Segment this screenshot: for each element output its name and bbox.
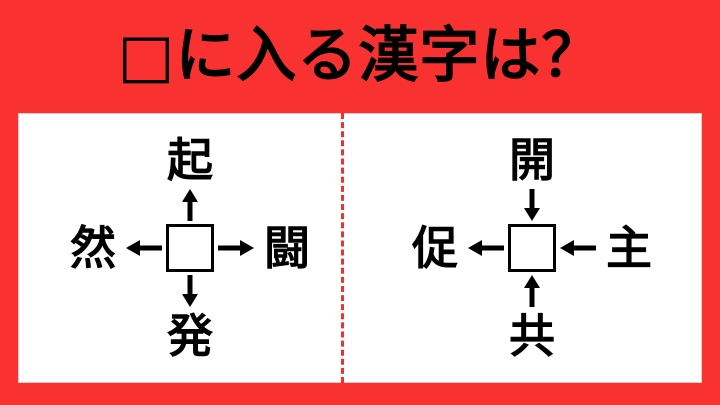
right-puzzle-right-kanji: 主 xyxy=(606,221,652,275)
spacer xyxy=(287,160,288,161)
spacer xyxy=(435,160,436,161)
right-puzzle-left-kanji: 促 xyxy=(412,221,458,275)
spacer xyxy=(236,336,237,337)
right-puzzle-bottom-kanji: 共 xyxy=(509,309,555,363)
spacer xyxy=(629,291,630,292)
spacer xyxy=(93,291,94,292)
spacer xyxy=(144,336,145,337)
arrow-left-icon xyxy=(126,240,162,256)
spacer xyxy=(578,160,579,161)
left-puzzle-right-kanji: 闘 xyxy=(264,221,310,275)
arrow-left-icon xyxy=(560,240,596,256)
spacer xyxy=(629,205,630,206)
left-puzzle-top-kanji: 起 xyxy=(167,133,213,187)
right-puzzle: 開 促 主 xyxy=(404,132,660,364)
puzzle-panel: 起 然 闘 xyxy=(18,113,702,383)
arrow-up-icon xyxy=(182,189,198,221)
arrow-up-icon xyxy=(524,275,540,307)
spacer xyxy=(486,205,487,206)
spacer xyxy=(629,336,630,337)
spacer xyxy=(578,291,579,292)
spacer xyxy=(144,205,145,206)
left-puzzle-left-kanji: 然 xyxy=(70,221,116,275)
spacer xyxy=(144,160,145,161)
spacer xyxy=(486,336,487,337)
page-title: □に入る漢字は？ xyxy=(117,21,603,91)
arrow-right-icon xyxy=(218,240,254,256)
right-puzzle-top-kanji: 開 xyxy=(509,133,555,187)
arrow-down-icon xyxy=(182,275,198,307)
puzzle-divider xyxy=(341,113,344,383)
spacer xyxy=(236,205,237,206)
spacer xyxy=(93,205,94,206)
spacer xyxy=(93,336,94,337)
left-puzzle-bottom-kanji: 発 xyxy=(167,309,213,363)
left-puzzle-answer-box[interactable] xyxy=(166,224,214,272)
left-puzzle: 起 然 闘 xyxy=(62,132,318,364)
left-puzzle-area: 起 然 闘 xyxy=(19,114,361,382)
spacer xyxy=(287,291,288,292)
spacer xyxy=(486,291,487,292)
spacer xyxy=(236,291,237,292)
spacer xyxy=(578,336,579,337)
right-puzzle-answer-box[interactable] xyxy=(508,224,556,272)
arrow-left-icon xyxy=(468,240,504,256)
arrow-down-icon xyxy=(524,189,540,221)
spacer xyxy=(93,160,94,161)
spacer xyxy=(236,160,237,161)
spacer xyxy=(287,205,288,206)
spacer xyxy=(287,336,288,337)
spacer xyxy=(629,160,630,161)
spacer xyxy=(486,160,487,161)
right-puzzle-area: 開 促 主 xyxy=(361,114,703,382)
spacer xyxy=(435,291,436,292)
spacer xyxy=(144,291,145,292)
spacer xyxy=(435,336,436,337)
title-bar: □に入る漢字は？ xyxy=(0,0,720,112)
spacer xyxy=(578,205,579,206)
spacer xyxy=(435,205,436,206)
